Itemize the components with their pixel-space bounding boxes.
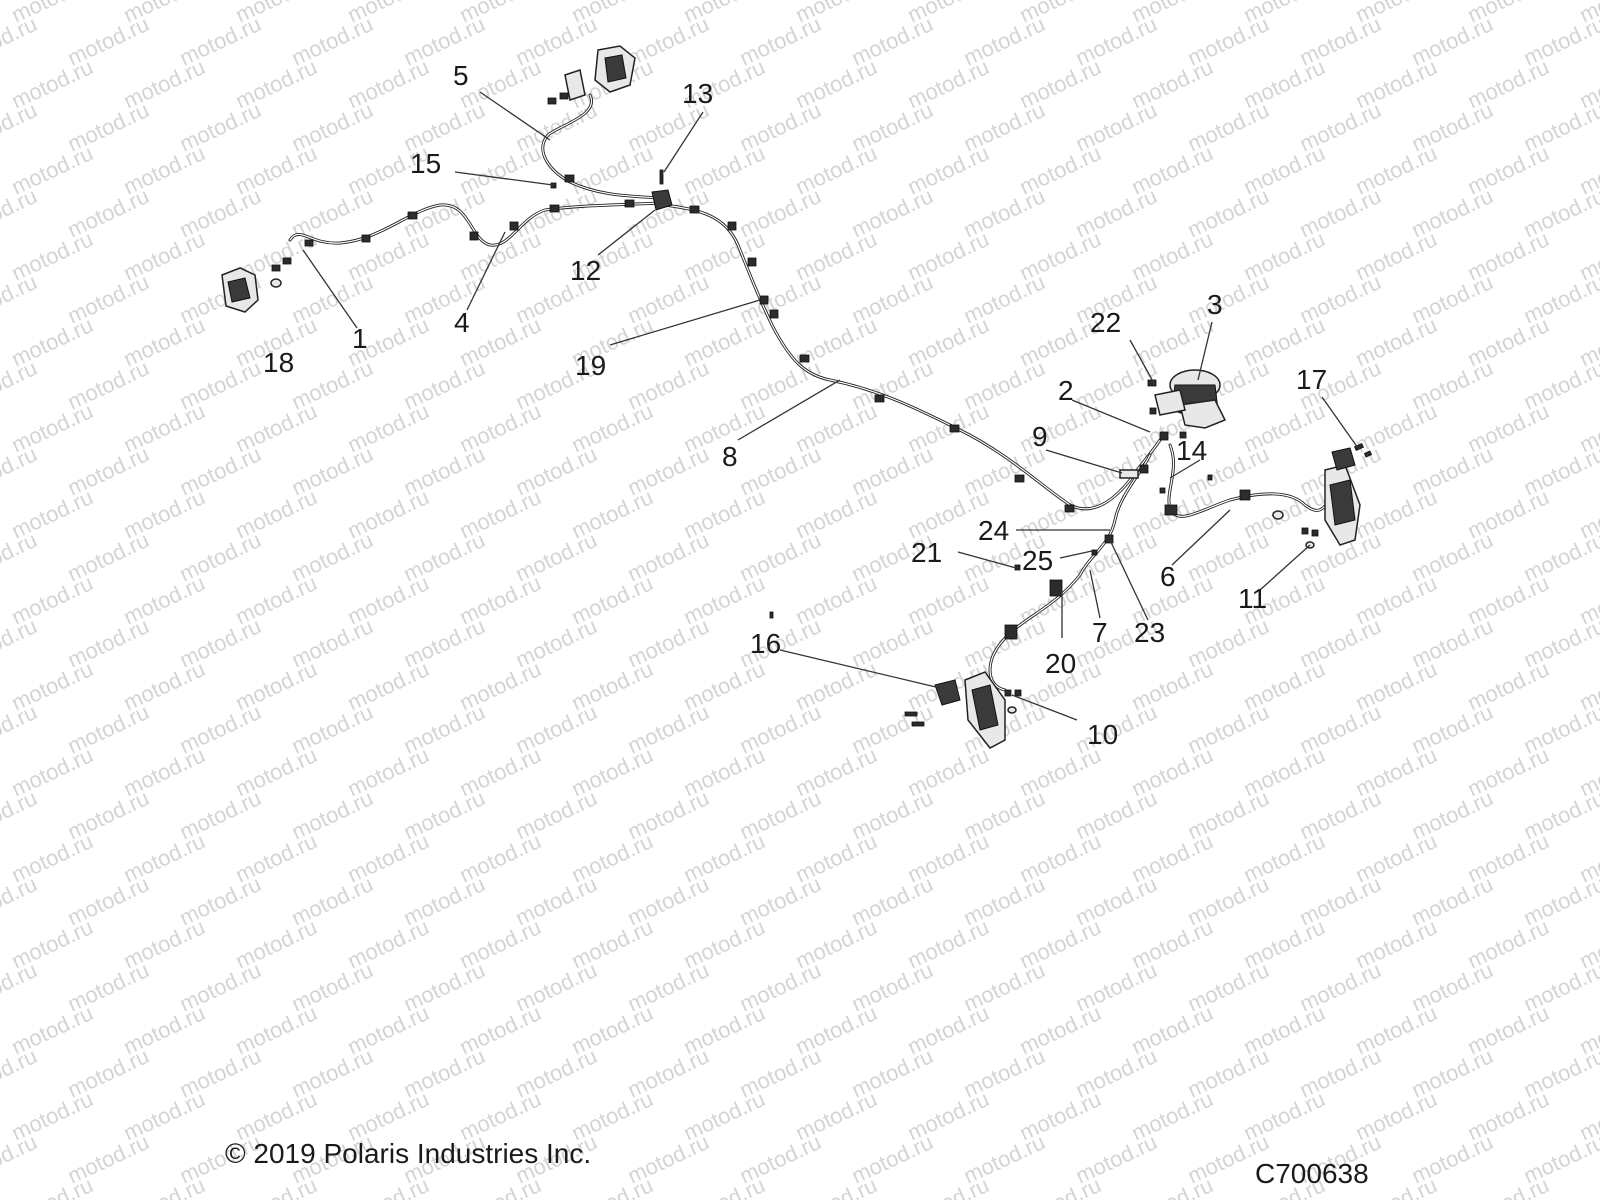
watermark-text: motod.ru [120,1172,209,1200]
watermark-text: motod.ru [456,1172,545,1200]
watermark-text: motod.ru [0,613,41,672]
callout-14: 14 [1176,435,1207,466]
callout-24: 24 [978,515,1009,546]
watermark-text: motod.ru [0,183,41,242]
watermark-text: motod.ru [904,1172,993,1200]
brake-line-group [288,93,1332,692]
callout-7: 7 [1092,617,1108,648]
watermark-text: motod.ru [0,871,41,930]
left-rear-caliper [904,671,1022,749]
callout-2: 2 [1058,375,1074,406]
watermark-text: motod.ru [0,355,41,414]
callout-25: 25 [1022,545,1053,576]
diagram-code: C700638 [1255,1158,1369,1189]
watermark-text: motod.ru [0,527,41,586]
watermark-text: motod.ru [0,957,41,1016]
clip-15 [550,182,557,189]
watermark-text: motod.ru [0,699,41,758]
watermark-text: motod.ru [792,1172,881,1200]
watermark-text: motod.ru [0,785,41,844]
watermark-text: motod.ru [0,269,41,328]
callout-3: 3 [1207,289,1223,320]
callout-11: 11 [1238,583,1267,614]
watermark-text: motod.ru [344,1172,433,1200]
watermark-text: motod.ru [0,441,41,500]
right-front-caliper [547,45,636,105]
components [221,45,1373,749]
watermark-text: motod.ru [680,1172,769,1200]
watermark-text: motod.ru [0,97,41,156]
right-rear-caliper [1272,442,1373,549]
callout-17: 17 [1296,364,1327,395]
callout-23: 23 [1134,617,1165,648]
callout-6: 6 [1160,561,1176,592]
watermark-text: motod.ru [0,1129,41,1188]
callout-16: 16 [750,628,781,659]
clip-loose [769,611,774,619]
callout-9: 9 [1032,421,1048,452]
watermark-text: motod.ru [232,1172,321,1200]
copyright-text: © 2019 Polaris Industries Inc. [225,1138,592,1169]
callout-13: 13 [682,78,713,109]
watermark-text: motod.ru [8,1172,97,1200]
fitting-25 [1091,549,1098,556]
callout-4: 4 [454,307,470,338]
junction-block [651,169,673,211]
callout-1: 1 [352,323,368,354]
callout-18: 18 [263,347,294,378]
callout-22: 22 [1090,307,1121,338]
callout-12: 12 [570,255,601,286]
watermark-text: motod.ru [0,1043,41,1102]
callout-10: 10 [1087,719,1118,750]
watermark-text: motod.ru [1464,1172,1553,1200]
callout-5: 5 [453,60,469,91]
callout-20: 20 [1045,648,1076,679]
callout-21: 21 [911,537,942,568]
callout-15: 15 [410,148,441,179]
watermark-text: motod.ru [0,11,41,70]
line-clips [304,174,1251,640]
watermark-text: motod.ru [1128,1172,1217,1200]
fittings [1119,431,1213,494]
callout-8: 8 [722,441,738,472]
master-cylinder [1147,369,1227,429]
watermark-text: motod.ru [1576,1172,1600,1200]
watermark-text: motod.ru [568,1172,657,1200]
watermark-text: motod.ru [1016,1172,1105,1200]
left-front-caliper [221,257,292,313]
leader-lines [302,91,1359,721]
callout-labels: 1 2 3 4 5 6 7 8 9 10 11 12 13 14 15 16 1… [263,60,1327,750]
callout-19: 19 [575,350,606,381]
